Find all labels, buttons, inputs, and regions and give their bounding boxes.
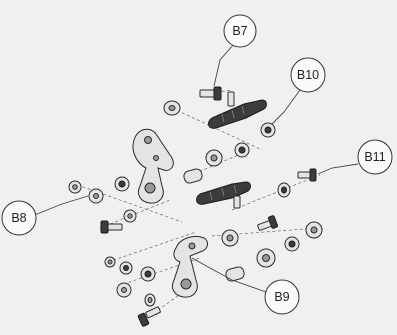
callout-b11-label: B11	[364, 150, 385, 164]
callout-b8: B8	[1, 200, 37, 236]
callout-b9: B9	[264, 279, 300, 315]
upper-brake-arm	[132, 128, 174, 204]
callout-b10-label: B10	[297, 68, 319, 82]
leader-lines	[31, 43, 359, 293]
b7-bolt	[199, 86, 222, 101]
upper-brake-pad	[208, 91, 267, 129]
b11-bolt	[297, 168, 317, 182]
screw-left	[100, 220, 123, 234]
bolts	[100, 86, 317, 327]
lower-brake-pad	[196, 181, 251, 209]
callout-b7-label: B7	[232, 24, 247, 38]
callout-b9-label: B9	[274, 290, 289, 304]
callout-b8-label: B8	[11, 211, 26, 225]
callout-b10: B10	[290, 57, 326, 93]
nuts-and-washers	[68, 100, 323, 307]
lower-brake-arm	[171, 235, 208, 298]
callout-b7: B7	[223, 14, 257, 48]
screw-middle	[257, 215, 278, 231]
spacers	[183, 149, 245, 282]
callout-b11: B11	[357, 139, 393, 175]
screw-bottom	[137, 306, 161, 327]
